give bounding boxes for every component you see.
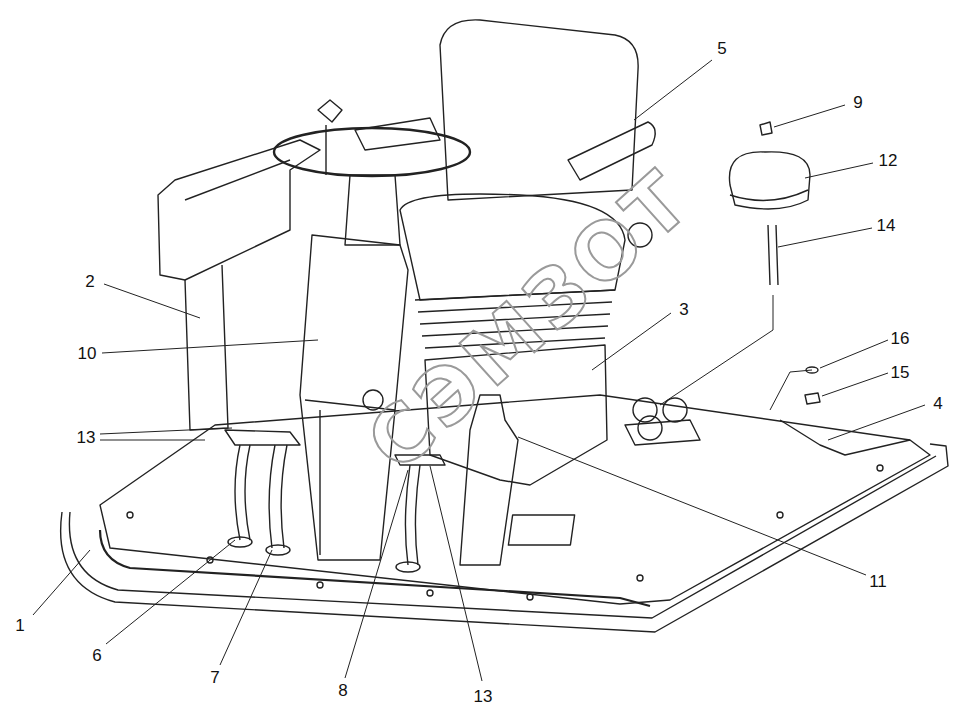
callout-number: 11 bbox=[867, 572, 889, 591]
steering-wheel bbox=[274, 128, 470, 176]
callout-number: 15 bbox=[889, 363, 912, 382]
deck-opening bbox=[508, 515, 574, 545]
callout-number: 13 bbox=[472, 687, 495, 706]
control-panel bbox=[625, 420, 700, 445]
callout-number: 9 bbox=[851, 93, 864, 112]
cover-rim bbox=[730, 190, 808, 200]
seat-armrest-left bbox=[355, 118, 440, 150]
lever-6 bbox=[235, 445, 250, 540]
callout-number: 1 bbox=[13, 616, 26, 635]
cover-12 bbox=[729, 152, 810, 209]
rod-14 bbox=[768, 225, 778, 285]
callout-number: 12 bbox=[877, 151, 900, 170]
platform-seal bbox=[100, 530, 650, 606]
callout-number: 4 bbox=[931, 394, 944, 413]
callout-number: 14 bbox=[875, 216, 898, 235]
leader-lines bbox=[33, 60, 925, 681]
platform-deck bbox=[100, 395, 930, 604]
callout-number: 13 bbox=[75, 428, 98, 447]
nut-15 bbox=[805, 393, 820, 404]
pedal-6 bbox=[225, 430, 300, 445]
callout-number: 8 bbox=[336, 681, 349, 700]
dash-pod bbox=[158, 140, 320, 280]
callout-number: 6 bbox=[90, 646, 103, 665]
callout-number: 16 bbox=[889, 329, 912, 348]
seat-backrest bbox=[440, 20, 638, 200]
deck-edge bbox=[780, 420, 910, 455]
callout-number: 7 bbox=[208, 668, 221, 687]
callout-number: 3 bbox=[677, 300, 690, 319]
callout-number: 2 bbox=[83, 272, 96, 291]
steering-knob bbox=[318, 100, 342, 175]
callout-number: 10 bbox=[76, 344, 99, 363]
callout-number: 5 bbox=[715, 39, 728, 58]
watermark: СЭМЗОТ bbox=[354, 156, 706, 484]
dash-screen bbox=[185, 160, 290, 200]
lever-7 bbox=[269, 445, 287, 548]
steering-hub bbox=[345, 175, 400, 245]
nut-9 bbox=[760, 122, 772, 135]
